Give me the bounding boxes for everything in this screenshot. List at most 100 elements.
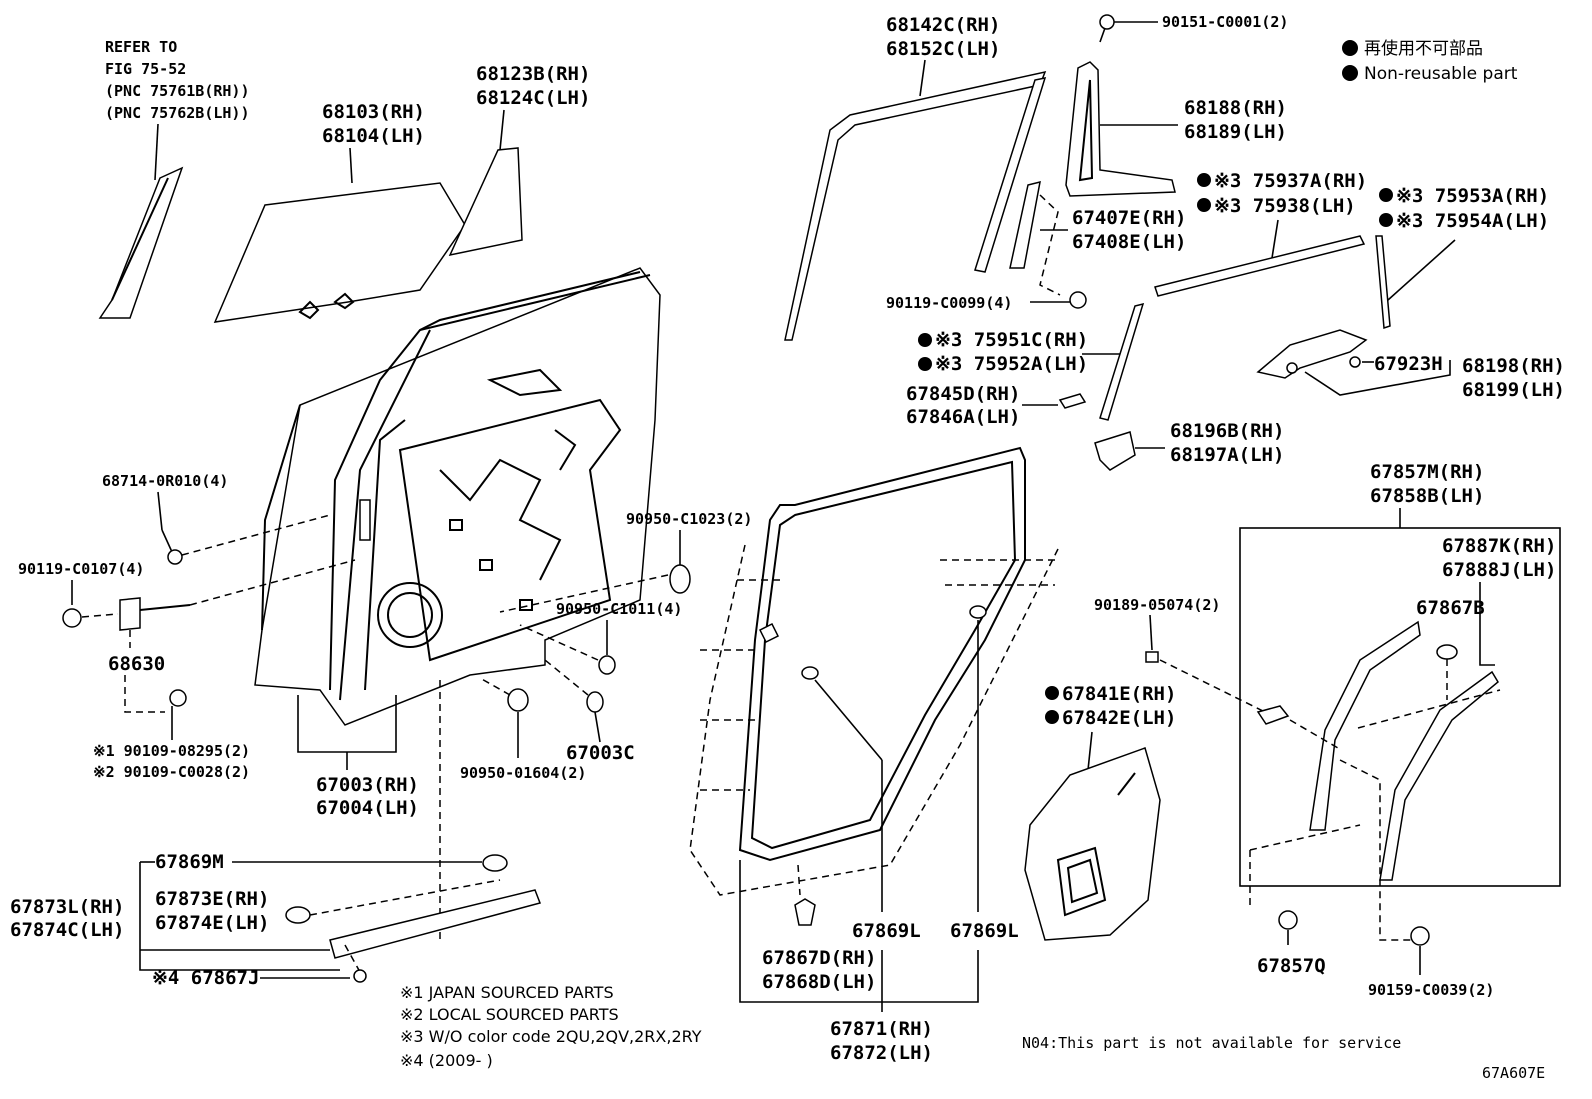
run-channel-part xyxy=(1009,180,1041,269)
label-67873l: 67873L(RH) xyxy=(10,896,124,918)
label-68189: 68189(LH) xyxy=(1184,121,1287,143)
label-75951: ※3 75951C(RH) xyxy=(935,329,1088,351)
non-reusable-dot-icon xyxy=(918,333,932,347)
label-68123: 68123B(RH) xyxy=(476,63,590,85)
label-68188: 68188(RH) xyxy=(1184,97,1287,119)
corner-trim-part xyxy=(1256,329,1368,379)
hole-plug-part xyxy=(586,691,604,713)
note-2: ※2 LOCAL SOURCED PARTS xyxy=(400,1005,619,1024)
label-67867j: ※4 67867J xyxy=(152,967,259,989)
figure-code: 67A607E xyxy=(1482,1064,1545,1082)
clip-part xyxy=(285,906,311,924)
label-67887: 67887K(RH) xyxy=(1442,535,1556,557)
label-68197: 68197A(LH) xyxy=(1170,444,1284,466)
clip-part xyxy=(353,969,367,983)
clip-part xyxy=(482,854,508,872)
belt-moulding-part xyxy=(1154,235,1366,297)
clip-part xyxy=(1145,651,1159,663)
clip-part xyxy=(1436,644,1458,660)
legend: 再使用不可部品 Non-reusable part xyxy=(1342,38,1518,84)
non-reusable-dot-icon xyxy=(1197,173,1211,187)
bolt-part xyxy=(1410,926,1430,946)
quarter-glass-part xyxy=(448,147,523,257)
non-reusable-dot-icon xyxy=(1342,40,1358,56)
label-67857m: 67857M(RH) xyxy=(1370,461,1484,483)
label-67873e: 67873E(RH) xyxy=(155,888,269,910)
label-67857q: 67857Q xyxy=(1257,955,1326,977)
label-67869l-2: 67869L xyxy=(950,920,1019,942)
clip-part xyxy=(969,605,987,619)
n04-note: N04:This part is not available for servi… xyxy=(1022,1034,1401,1052)
label-75937: ※3 75937A(RH) xyxy=(1214,170,1367,192)
label-68198: 68198(RH) xyxy=(1462,355,1565,377)
label-75954: ※3 75954A(LH) xyxy=(1396,210,1549,232)
label-75952: ※3 75952A(LH) xyxy=(935,353,1088,375)
frame-moulding-part xyxy=(1375,235,1391,330)
pillar-garnish-part xyxy=(98,166,184,319)
label-90950c: 90950-01604(2) xyxy=(460,764,586,782)
note-4: ※4 (2009- ) xyxy=(400,1051,493,1070)
clip-part xyxy=(1256,705,1290,725)
non-reusable-dot-icon xyxy=(1342,65,1358,81)
refer-line: FIG 75-52 xyxy=(105,60,186,78)
bolt-part xyxy=(1278,910,1298,930)
label-67867d: 67867D(RH) xyxy=(762,947,876,969)
label-67842: 67842E(LH) xyxy=(1062,707,1176,729)
label-67869m: 67869M xyxy=(155,851,224,873)
label-68142: 68142C(RH) xyxy=(886,14,1000,36)
label-90109-2: ※2 90109-C0028(2) xyxy=(93,763,250,781)
label-68103: 68103(RH) xyxy=(322,101,425,123)
note-3: ※3 W/O color code 2QU,2QV,2RX,2RY xyxy=(400,1027,702,1046)
label-90119a: 90119-C0099(4) xyxy=(886,294,1012,312)
label-67923: 67923H xyxy=(1374,353,1443,375)
rocker-moulding-part xyxy=(329,889,541,959)
rear-door-panel xyxy=(254,267,661,726)
legend-jp: 再使用不可部品 xyxy=(1364,38,1483,59)
label-68630: 68630 xyxy=(108,653,165,675)
bolt-part xyxy=(62,608,82,628)
non-reusable-dot-icon xyxy=(1379,188,1393,202)
refer-line: (PNC 75762B(LH)) xyxy=(105,104,250,122)
non-reusable-dot-icon xyxy=(1045,710,1059,724)
label-67003: 67003(RH) xyxy=(316,774,419,796)
quarter-seal-part xyxy=(1065,61,1176,197)
label-90119b: 90119-C0107(4) xyxy=(18,560,144,578)
hole-plug-part xyxy=(598,655,616,675)
wheel-arch-moulding-part xyxy=(1379,670,1499,881)
refer-line: (PNC 75761B(RH)) xyxy=(105,82,250,100)
clip-part xyxy=(794,898,816,926)
non-reusable-dot-icon xyxy=(1197,198,1211,212)
bolt-part xyxy=(169,689,187,707)
clip-part xyxy=(1349,356,1361,368)
label-68124: 68124C(LH) xyxy=(476,87,590,109)
cover-part xyxy=(1094,431,1136,471)
label-67845: 67845D(RH) xyxy=(906,383,1020,405)
label-67874e: 67874E(LH) xyxy=(155,912,269,934)
label-67004: 67004(LH) xyxy=(316,797,419,819)
label-67871: 67871(RH) xyxy=(830,1018,933,1040)
hole-plug-part xyxy=(669,564,691,594)
label-68104: 68104(LH) xyxy=(322,125,425,147)
label-90151: 90151-C0001(2) xyxy=(1162,13,1288,31)
label-90159: 90159-C0039(2) xyxy=(1368,981,1494,999)
label-90950a: 90950-C1023(2) xyxy=(626,510,752,528)
hole-plug-part xyxy=(507,688,529,712)
refer-line: REFER TO xyxy=(105,38,177,56)
legend-en: Non-reusable part xyxy=(1364,64,1518,84)
label-67846: 67846A(LH) xyxy=(906,406,1020,428)
pillar-moulding-part xyxy=(1099,302,1145,421)
label-68714: 68714-0R010(4) xyxy=(102,472,228,490)
label-75953: ※3 75953A(RH) xyxy=(1396,185,1549,207)
label-67408: 67408E(LH) xyxy=(1072,231,1186,253)
label-67841: 67841E(RH) xyxy=(1062,683,1176,705)
label-75938: ※3 75938(LH) xyxy=(1214,195,1356,217)
non-reusable-dot-icon xyxy=(1045,686,1059,700)
bolt-part xyxy=(1069,291,1087,309)
label-90950b: 90950-C1011(4) xyxy=(556,600,682,618)
door-glass-part xyxy=(213,182,466,323)
label-67858b: 67858B(LH) xyxy=(1370,485,1484,507)
label-67407: 67407E(RH) xyxy=(1072,207,1186,229)
label-68199: 68199(LH) xyxy=(1462,379,1565,401)
clip-part xyxy=(167,549,183,565)
non-reusable-dot-icon xyxy=(918,357,932,371)
